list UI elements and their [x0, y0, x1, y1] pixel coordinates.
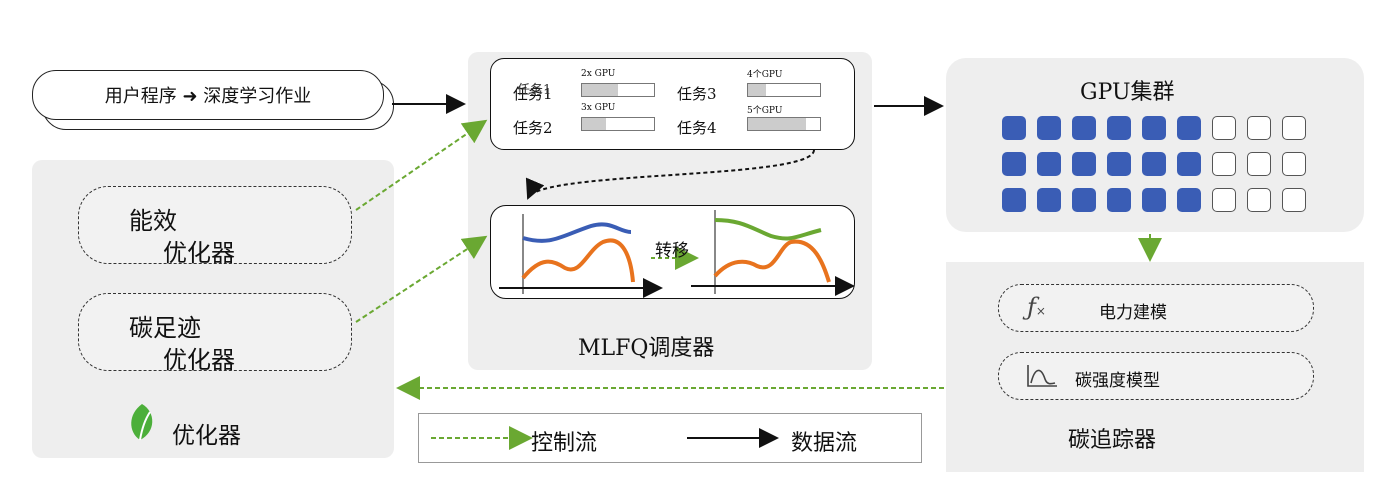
task-queue-box: 任务1 任务1 2x GPU 任务2 3x GPU 任务3 4个GPU 任务4 … [490, 58, 855, 150]
leaf-icon [131, 404, 153, 441]
task-1-progress [581, 83, 655, 97]
data-flow-swatch [687, 428, 779, 448]
gpu-cell-idle [1282, 116, 1306, 140]
optimizer-title: 优化器 [172, 423, 241, 449]
carbon-intensity-label: 碳强度模型 [1075, 371, 1160, 391]
carbon-optimizer-line1: 碳足迹 [129, 314, 201, 342]
left-orange-curve [521, 238, 635, 283]
task-2-label: 任务2 [513, 119, 553, 137]
power-modeling-label: 电力建模 [1099, 303, 1167, 323]
gpu-cell-busy [1107, 116, 1131, 140]
function-icon: ƒ× [1027, 293, 1046, 321]
gpu-cell-busy [1107, 152, 1131, 176]
gpu-cell-idle [1247, 116, 1271, 140]
gpu-cell-busy [1142, 116, 1166, 140]
task-4-gpu-req: 5个GPU [747, 106, 783, 116]
energy-optimizer-box: 能效 优化器 [78, 186, 352, 267]
task-1-label: 任务1 [513, 85, 553, 103]
task-2-gpu-req: 3x GPU [581, 103, 616, 113]
gpu-cell-busy [1037, 116, 1061, 140]
transfer-chart [499, 210, 854, 298]
gpu-cell-busy [1177, 188, 1201, 212]
right-orange-curve [713, 239, 831, 283]
left-blue-curve [522, 222, 632, 243]
gpu-cell-idle [1282, 152, 1306, 176]
task-3-progress [747, 83, 821, 97]
gpu-cell-busy [1072, 152, 1096, 176]
gpu-cell-busy [1037, 152, 1061, 176]
task-1-label-overlay: 任务1 [517, 83, 552, 98]
gpu-cell-busy [1072, 188, 1096, 212]
scheduler-title: MLFQ调度器 [578, 336, 715, 361]
gpu-cell-idle [1212, 188, 1236, 212]
gpu-cell-idle [1212, 116, 1236, 140]
gpu-cell-busy [1002, 188, 1026, 212]
energy-optimizer-line2: 优化器 [163, 239, 235, 267]
gpu-cell-idle [1247, 188, 1271, 212]
task-4-progress [747, 117, 821, 131]
energy-optimizer-line1: 能效 [129, 207, 177, 235]
gpu-grid [1002, 116, 1322, 216]
transfer-label: 转移 [655, 241, 689, 261]
task-3-label: 任务3 [677, 85, 717, 103]
gpu-cell-idle [1247, 152, 1271, 176]
power-modeling-item: ƒ× 电力建模 [998, 284, 1314, 332]
gpu-cell-busy [1177, 152, 1201, 176]
gpu-cell-busy [1002, 152, 1026, 176]
carbon-optimizer-line2: 优化器 [163, 346, 235, 374]
gpu-cell-busy [1142, 152, 1166, 176]
gpu-cell-idle [1282, 188, 1306, 212]
carbon-tracker-title: 碳追踪器 [1068, 428, 1157, 453]
task-3-gpu-req: 4个GPU [747, 70, 783, 80]
data-flow-label: 数据流 [791, 431, 858, 456]
gpu-cell-idle [1212, 152, 1236, 176]
gpu-cell-busy [1037, 188, 1061, 212]
user-program-label: 用户程序 ➜ 深度学习作业 [104, 86, 312, 107]
gpu-cell-busy [1177, 116, 1201, 140]
gpu-cell-busy [1002, 116, 1026, 140]
task-4-label: 任务4 [677, 119, 717, 137]
gpu-cluster-title: GPU集群 [1080, 80, 1175, 105]
gpu-cell-busy [1072, 116, 1096, 140]
right-green-curve [714, 218, 822, 241]
control-flow-label: 控制流 [531, 431, 598, 456]
carbon-intensity-item: 碳强度模型 [998, 352, 1314, 400]
user-program-card: 用户程序 ➜ 深度学习作业 [32, 70, 384, 120]
gpu-cell-busy [1142, 188, 1166, 212]
legend: 控制流 数据流 [418, 413, 922, 463]
control-flow-swatch [431, 426, 533, 450]
carbon-optimizer-box: 碳足迹 优化器 [78, 293, 352, 374]
task-1-gpu-req: 2x GPU [581, 69, 616, 79]
transfer-chart-box: 转移 [490, 205, 855, 299]
curve-icon [1027, 365, 1057, 387]
gpu-cell-busy [1107, 188, 1131, 212]
task-2-progress [581, 117, 655, 131]
